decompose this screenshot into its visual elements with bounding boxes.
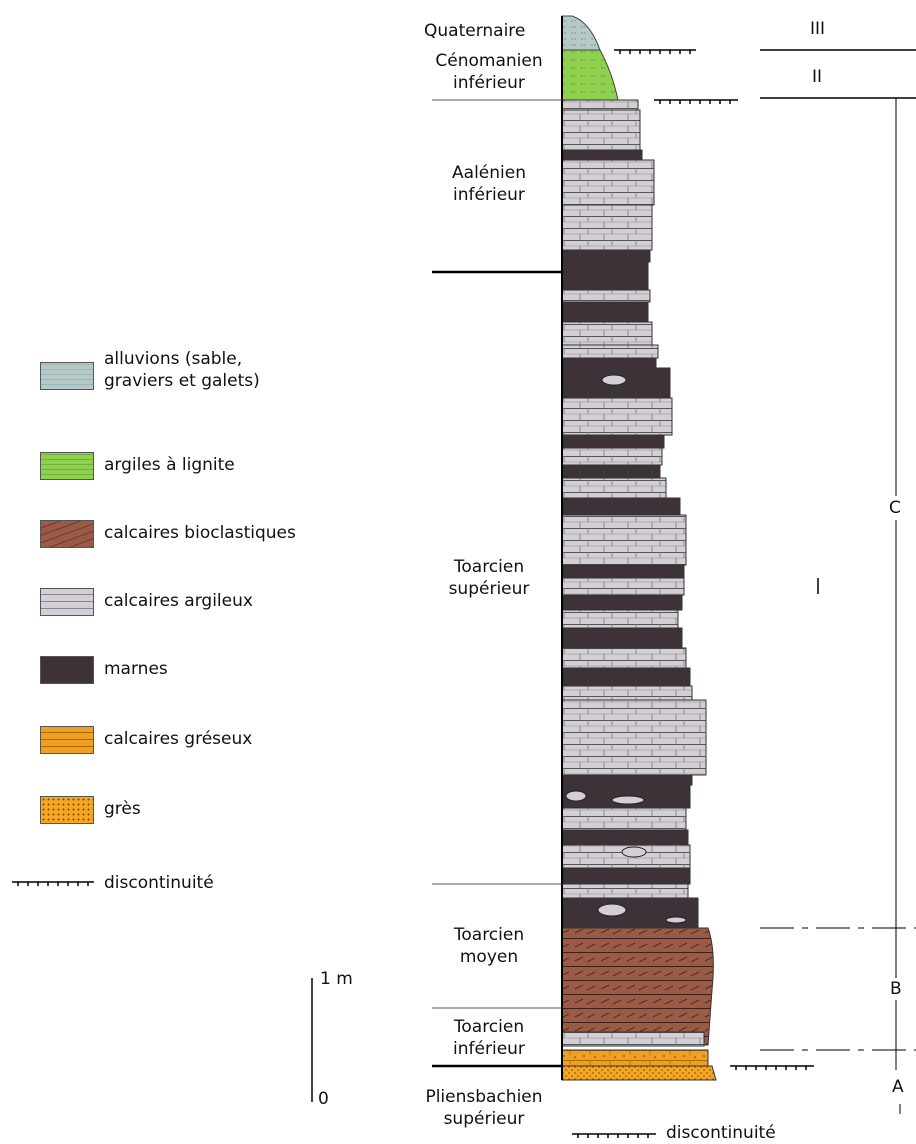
label-toarcien-inf-2: inférieur: [420, 1038, 558, 1060]
label-pliensbachien-2: supérieur: [408, 1108, 560, 1130]
discontinuity-mark-bottom: [572, 1134, 656, 1138]
bed-marl: [562, 668, 690, 686]
seq-B: B: [890, 978, 902, 1000]
scale-bottom-label: 0: [318, 1088, 329, 1110]
bed-marl: [562, 250, 650, 262]
bed-limestone: [562, 700, 706, 775]
label-toarcien-moy-1: Toarcien: [420, 924, 558, 946]
bed-marl: [562, 358, 656, 368]
bed-limestone: [562, 808, 686, 830]
label-toarcien-inf: Toarcien inférieur: [420, 1016, 558, 1060]
label-quaternaire: Quaternaire: [424, 20, 525, 42]
seq-II: II: [812, 66, 822, 88]
nodule: [602, 375, 626, 385]
legend-swatch-alluvions: [40, 362, 94, 390]
label-aalenien-2: inférieur: [420, 184, 558, 206]
legend-swatch-greseux: [40, 726, 94, 754]
label-toarcien-moy: Toarcien moyen: [420, 924, 558, 968]
bed-marl: [562, 628, 682, 648]
legend-swatch-argileux: [40, 588, 94, 616]
seq-III: III: [810, 18, 825, 40]
nodule: [612, 796, 644, 804]
label-pliensbachien-1: Pliensbachien: [408, 1086, 560, 1108]
bed-marl: [562, 775, 692, 785]
nodule: [566, 791, 586, 801]
bed-limestone: [562, 448, 662, 465]
label-cenomanien: Cénomanien inférieur: [420, 50, 558, 94]
legend-swatch-bioclastiques: [40, 520, 94, 548]
bed-marl: [562, 498, 680, 515]
bed-marl: [562, 898, 698, 928]
discontinuity-mark-3: [730, 1066, 814, 1070]
bed-limestone: [562, 610, 678, 628]
legend-label-argileux: calcaires argileux: [104, 590, 253, 612]
legend-label-greseux: calcaires gréseux: [104, 728, 252, 750]
legend-label-alluvions-1: alluvions (sable,: [104, 348, 260, 370]
seq-A: A: [892, 1076, 904, 1098]
legend-label-argiles: argiles à lignite: [104, 454, 235, 476]
bottom-discontinuity-label: discontinuité: [666, 1122, 776, 1144]
discontinuity-mark-2: [654, 100, 738, 104]
nodule: [666, 917, 686, 923]
bed-limestone: [562, 205, 652, 250]
bed-limestone: [562, 884, 688, 898]
layer-calcaires-bioclastiques: [562, 928, 713, 1045]
seq-C: C: [889, 497, 901, 519]
nodule: [622, 847, 646, 857]
label-toarcien-sup-1: Toarcien: [420, 556, 558, 578]
legend-swatch-argiles: [40, 452, 94, 480]
legend-discontinuity-symbol: [12, 882, 94, 886]
bed-marl: [562, 465, 660, 478]
bed-limestone: [562, 345, 658, 358]
label-cenomanien-2: inférieur: [420, 72, 558, 94]
label-toarcien-moy-2: moyen: [420, 946, 558, 968]
label-toarcien-inf-1: Toarcien: [420, 1016, 558, 1038]
bed-limestone: [562, 160, 654, 205]
bed-limestone: [562, 578, 684, 595]
bed-limestone: [562, 478, 666, 498]
legend-label-alluvions-2: graviers et galets): [104, 370, 260, 392]
layer-gres: [562, 1066, 716, 1080]
layer-calcaire-base: [562, 1032, 704, 1046]
legend-label-discontinuite: discontinuité: [104, 872, 214, 894]
label-cenomanien-1: Cénomanien: [420, 50, 558, 72]
label-toarcien-sup-2: supérieur: [420, 578, 558, 600]
bed-limestone: [562, 648, 686, 668]
bed-limestone: [562, 110, 640, 150]
bed-limestone: [562, 322, 652, 345]
bed-marl: [562, 830, 688, 845]
legend-swatch-gres: [40, 796, 94, 824]
legend-label-marnes: marnes: [104, 658, 168, 680]
legend-label-bioclastiques: calcaires bioclastiques: [104, 522, 296, 544]
bed-limestone: [562, 398, 672, 435]
bed-marl: [562, 150, 642, 160]
layer-alluvions: [562, 16, 600, 50]
layer-calcaires-greseux: [562, 1050, 708, 1066]
bed-marl: [562, 435, 664, 448]
label-aalenien-1: Aalénien: [420, 162, 558, 184]
label-toarcien-sup: Toarcien supérieur: [420, 556, 558, 600]
bed-marl: [562, 868, 690, 884]
scale-top-label: 1 m: [320, 968, 353, 990]
nodule: [598, 904, 626, 916]
layer-argiles: [562, 50, 618, 100]
discontinuity-mark-1: [614, 50, 696, 54]
bed-limestone: [562, 100, 638, 110]
beds-group: [562, 100, 706, 928]
bed-marl: [562, 302, 648, 322]
bed-marl: [562, 262, 648, 290]
legend-label-gres: grès: [104, 798, 141, 820]
legend-label-alluvions: alluvions (sable, graviers et galets): [104, 348, 260, 392]
bed-limestone: [562, 515, 686, 565]
label-pliensbachien: Pliensbachien supérieur: [408, 1086, 560, 1130]
bed-marl: [562, 565, 684, 578]
label-aalenien: Aalénien inférieur: [420, 162, 558, 206]
legend-swatch-marnes: [40, 656, 94, 684]
bed-limestone: [562, 686, 692, 700]
bed-marl: [562, 595, 682, 610]
bed-limestone: [562, 290, 650, 302]
